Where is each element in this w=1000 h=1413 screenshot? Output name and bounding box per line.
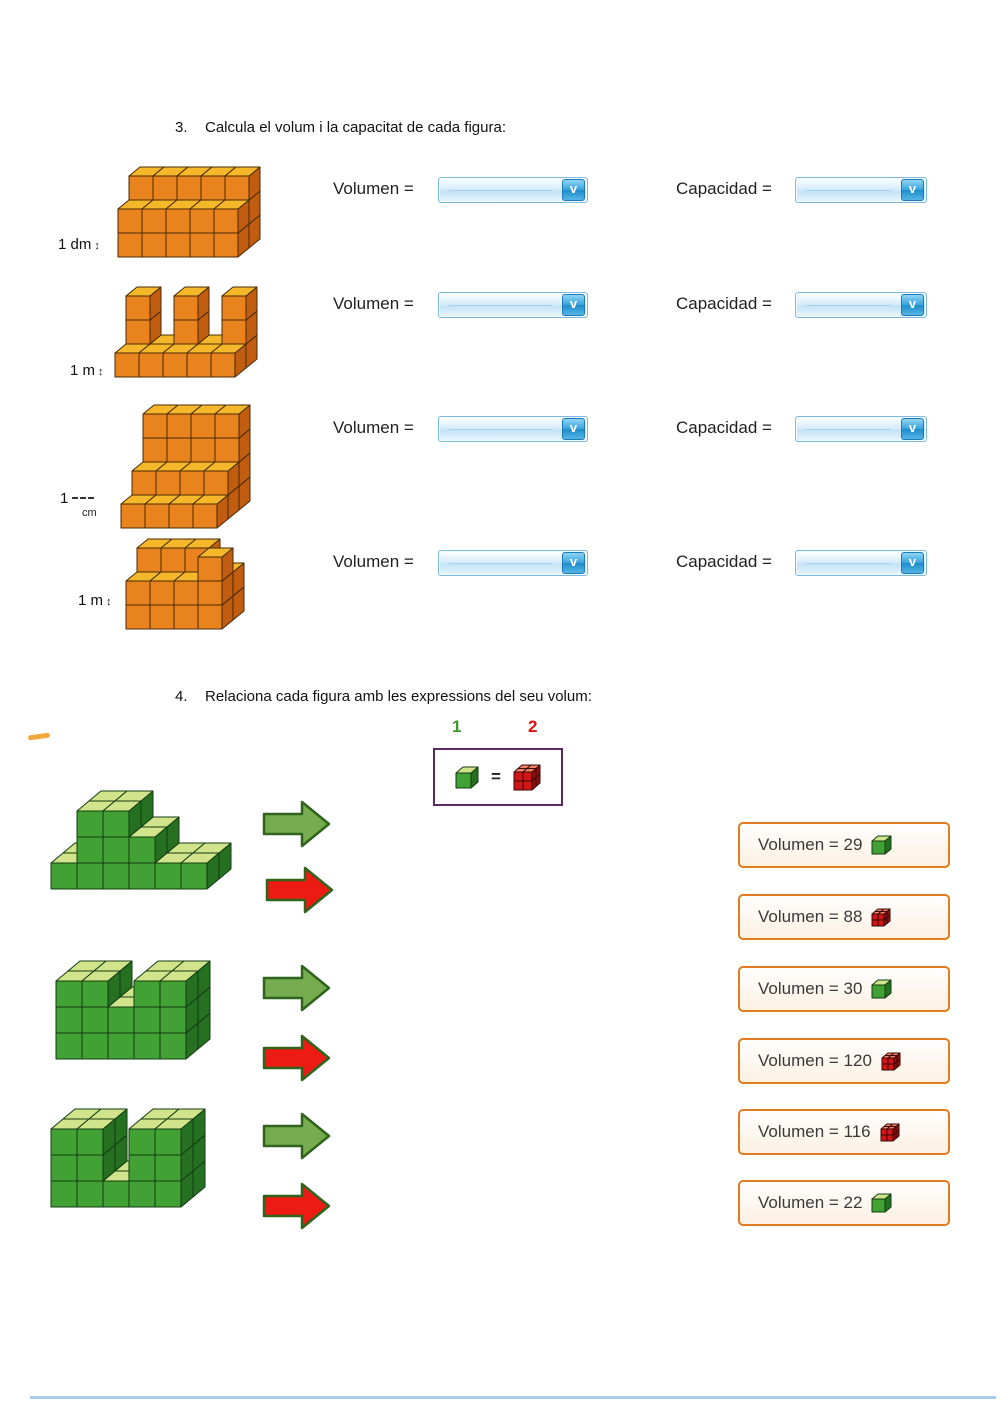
green-cube-figure-2	[55, 960, 211, 1060]
dropdown-arrow-icon[interactable]: v	[562, 179, 585, 201]
dimension-unit: cm	[82, 507, 97, 519]
dimension-value: 1	[60, 490, 69, 507]
dropdown-arrow-icon[interactable]: v	[901, 418, 924, 440]
volume-label-2: Volumen =	[333, 294, 414, 313]
select-field	[449, 189, 552, 191]
orange-cube-figure-3	[120, 404, 251, 529]
volume-select-2[interactable]: v	[438, 292, 588, 318]
capacity-label-3: Capacidad =	[676, 418, 772, 437]
dropdown-arrow-icon[interactable]: v	[562, 418, 585, 440]
answer-box-6[interactable]: Volumen = 22	[738, 1180, 950, 1226]
legend-number-1: 1	[452, 717, 462, 736]
capacity-select-4[interactable]: v	[795, 550, 927, 576]
cube-icon	[871, 1193, 892, 1213]
section4-number: 4.	[175, 688, 188, 705]
volume-select-1[interactable]: v	[438, 177, 588, 203]
green-cube-figure-3	[50, 1108, 206, 1208]
dropdown-arrow-icon[interactable]: v	[562, 294, 585, 316]
dropdown-arrow-icon[interactable]: v	[901, 294, 924, 316]
red-arrow-3[interactable]	[262, 1182, 331, 1230]
answer-box-4[interactable]: Volumen = 120	[738, 1038, 950, 1084]
orange-cube-figure-1	[117, 166, 261, 258]
dimension-value: 1 dm	[58, 236, 92, 253]
capacity-label-2: Capacidad =	[676, 294, 772, 313]
answer-text: Volumen = 30	[758, 979, 863, 998]
answer-text: Volumen = 22	[758, 1193, 863, 1212]
red-arrow-1[interactable]	[265, 866, 334, 914]
dimension-label-2: 1 m↕	[70, 362, 104, 379]
green-arrow-3[interactable]	[262, 1112, 331, 1160]
green-arrow-2[interactable]	[262, 964, 331, 1012]
answer-box-2[interactable]: Volumen = 88	[738, 894, 950, 940]
section3-title: Calcula el volum i la capacitat de cada …	[205, 119, 506, 136]
cube-icon	[880, 1123, 900, 1141]
volume-select-3[interactable]: v	[438, 416, 588, 442]
dimension-value: 1 m	[78, 592, 104, 609]
section3-number: 3.	[175, 119, 188, 136]
select-field	[806, 304, 891, 306]
equals-sign: =	[491, 767, 501, 786]
section4-heading: 4. Relaciona cada figura amb les expressi…	[175, 688, 592, 705]
measure-arrow-icon: ↕	[98, 366, 104, 378]
cube-icon	[871, 908, 891, 926]
orange-cube-figure-2	[114, 286, 258, 378]
volume-label-1: Volumen =	[333, 179, 414, 198]
answer-text: Volumen = 29	[758, 835, 863, 854]
cube-icon	[881, 1052, 901, 1070]
answer-text: Volumen = 120	[758, 1051, 872, 1070]
select-field	[449, 562, 552, 564]
capacity-select-3[interactable]: v	[795, 416, 927, 442]
red-unit-cubes-icon	[513, 764, 541, 790]
capacity-select-1[interactable]: v	[795, 177, 927, 203]
green-cube-figure-1	[50, 790, 232, 890]
dashed-measure-line	[72, 497, 95, 499]
answer-box-1[interactable]: Volumen = 29	[738, 822, 950, 868]
volume-select-4[interactable]: v	[438, 550, 588, 576]
dropdown-arrow-icon[interactable]: v	[901, 179, 924, 201]
cube-icon	[871, 979, 892, 999]
select-field	[449, 304, 552, 306]
green-unit-cube-icon	[455, 766, 479, 788]
cube-icon	[871, 835, 892, 855]
answer-box-5[interactable]: Volumen = 116	[738, 1109, 950, 1155]
volume-label-3: Volumen =	[333, 418, 414, 437]
dimension-value: 1 m	[70, 362, 96, 379]
page-bottom-border	[30, 1396, 996, 1399]
dimension-label-3: 1 cm	[60, 490, 130, 519]
answer-text: Volumen = 116	[758, 1122, 871, 1141]
select-field	[806, 428, 891, 430]
stray-mark	[27, 732, 51, 741]
volume-label-4: Volumen =	[333, 552, 414, 571]
capacity-label-4: Capacidad =	[676, 552, 772, 571]
legend-box: =	[433, 748, 563, 806]
legend-number-2: 2	[528, 717, 538, 736]
measure-arrow-icon: ↕	[94, 240, 100, 252]
section4-title: Relaciona cada figura amb les expression…	[205, 688, 592, 705]
measure-arrow-icon: ↕	[106, 596, 112, 608]
select-field	[806, 189, 891, 191]
select-field	[449, 428, 552, 430]
orange-cube-figure-4	[125, 538, 245, 630]
dimension-label-1: 1 dm↕	[58, 236, 100, 253]
red-arrow-2[interactable]	[262, 1034, 331, 1082]
green-arrow-1[interactable]	[262, 800, 331, 848]
dimension-label-4: 1 m↕	[78, 592, 112, 609]
section3-heading: 3. Calcula el volum i la capacitat de cad…	[175, 119, 506, 136]
answer-box-3[interactable]: Volumen = 30	[738, 966, 950, 1012]
capacity-select-2[interactable]: v	[795, 292, 927, 318]
capacity-label-1: Capacidad =	[676, 179, 772, 198]
answer-text: Volumen = 88	[758, 907, 863, 926]
dropdown-arrow-icon[interactable]: v	[562, 552, 585, 574]
dropdown-arrow-icon[interactable]: v	[901, 552, 924, 574]
select-field	[806, 562, 891, 564]
